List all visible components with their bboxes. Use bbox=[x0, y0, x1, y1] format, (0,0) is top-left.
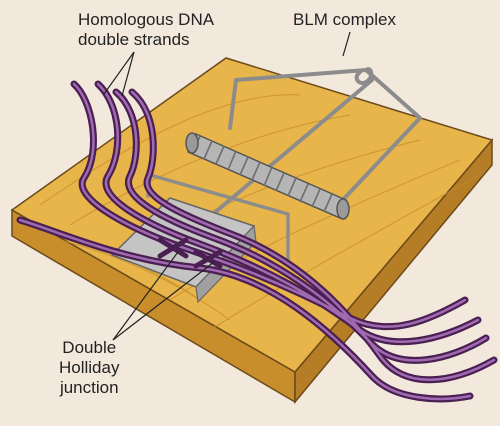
leader-lines bbox=[103, 31, 351, 341]
wire-frame bbox=[210, 67, 422, 217]
label-dna-line1: Homologous DNA bbox=[78, 10, 215, 29]
label-blm-text: BLM complex bbox=[293, 10, 396, 29]
label-dhj-line1: Double bbox=[62, 338, 117, 357]
dna-strands bbox=[16, 80, 498, 403]
spring-coil bbox=[185, 132, 350, 220]
label-dna-line2: double strands bbox=[78, 30, 190, 49]
label-double-holliday-junction: Double Holliday junction bbox=[59, 338, 119, 398]
holliday-junction-crossings bbox=[157, 237, 223, 269]
label-dhj-line2: Holliday bbox=[59, 358, 120, 377]
label-homologous-dna: Homologous DNA double strands bbox=[78, 10, 214, 50]
board-top bbox=[10, 57, 494, 373]
label-blm-complex: BLM complex bbox=[293, 10, 396, 30]
label-dhj-line3: junction bbox=[59, 378, 119, 397]
